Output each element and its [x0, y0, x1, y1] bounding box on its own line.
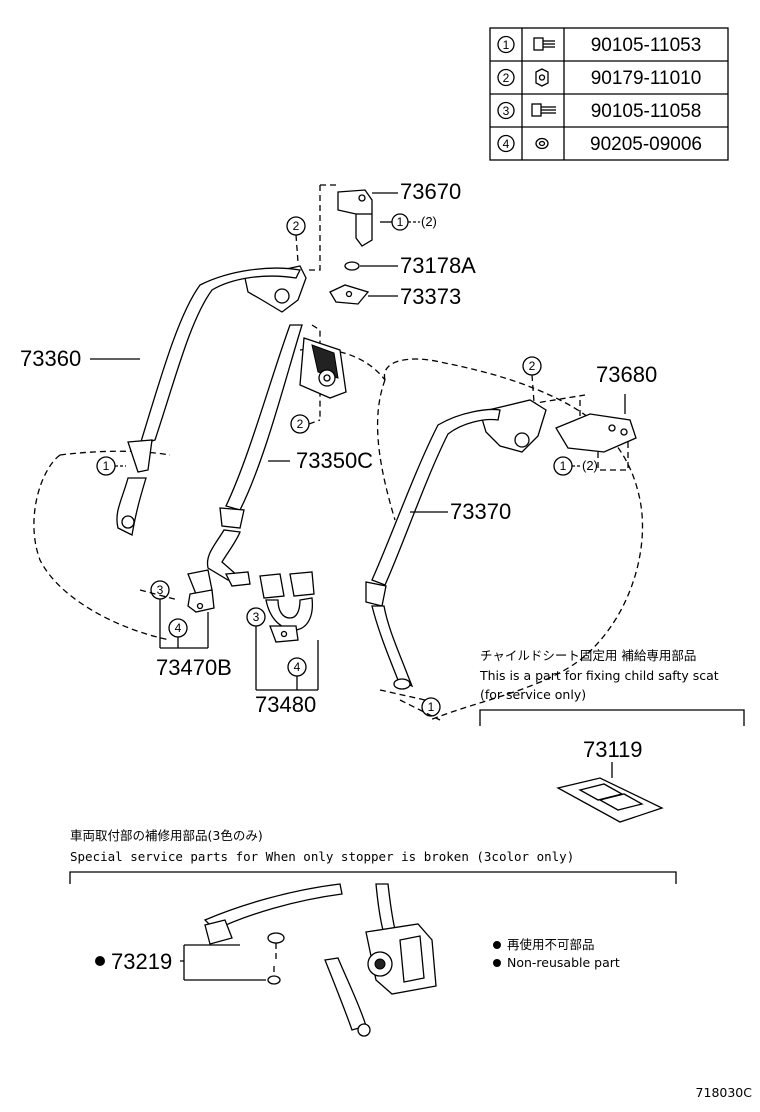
fastener-row: 2 90179-11010	[497, 68, 702, 89]
bracket-73680	[555, 400, 637, 471]
stopper-note-en: Special service parts for When only stop…	[70, 849, 574, 864]
part-73178A: 73178A	[344, 253, 476, 278]
nut-icon	[535, 68, 549, 87]
part-label: 73373	[400, 284, 461, 309]
ref-number: 3	[503, 104, 510, 118]
non-reusable-dot-icon	[95, 956, 105, 966]
retractor	[365, 923, 437, 995]
stopper-section: 車両取付部の補修用部品(3色のみ) Special service parts …	[69, 828, 677, 1037]
ref-number: 4	[503, 137, 510, 151]
ref-circle	[497, 35, 515, 54]
belt-73350C: 2 73350C	[206, 324, 373, 587]
callout-number: 2	[297, 417, 304, 431]
legend-dot-icon	[493, 959, 501, 967]
fastener-table: 1 90105-11053 2 90179-11010 3	[489, 27, 729, 161]
quantity-label: (2)	[421, 214, 437, 229]
part-label: 73370	[450, 499, 511, 524]
child-seat-note-en-2: (for service only)	[480, 687, 586, 702]
buckle-73480: 3 4 73480	[246, 571, 319, 717]
part-label: 73480	[255, 692, 316, 717]
fastener-row: 4 90205-09006	[497, 134, 702, 155]
legend-jp: 再使用不可部品	[507, 937, 595, 952]
callout-number: 4	[175, 621, 182, 635]
callout-number: 1	[103, 459, 110, 473]
callout-number: 1	[397, 215, 404, 229]
part-label: 73360	[20, 346, 81, 371]
part-number: 90205-09006	[590, 134, 702, 155]
bracket-73670: 73670 1 (2)	[305, 179, 461, 271]
callout-number: 2	[529, 359, 536, 373]
child-seat-section: チャイルドシート固定用 補給専用部品 This is a part for fi…	[479, 648, 745, 823]
part-number: 90105-11058	[591, 101, 702, 122]
callout-number: 3	[157, 583, 164, 597]
child-seat-note-en: This is a part for fixing child safty sc…	[479, 668, 719, 683]
part-label: 73470B	[156, 655, 232, 680]
ref-number: 1	[503, 38, 510, 52]
belt-73360: 2 73360 1	[20, 216, 307, 536]
callout-number: 2	[293, 219, 300, 233]
callout-number: 4	[294, 660, 301, 674]
part-number: 90105-11053	[591, 35, 702, 56]
part-73373: 73373	[329, 284, 461, 309]
part-label: 73178A	[400, 253, 476, 278]
fastener-row: 1 90105-11053	[497, 35, 702, 56]
callout-number: 3	[253, 610, 260, 624]
anchor-plate-73119	[556, 777, 664, 823]
child-seat-note-jp: チャイルドシート固定用 補給専用部品	[480, 648, 696, 663]
bolt-icon	[531, 103, 556, 117]
ref-number: 2	[503, 71, 510, 85]
retractor	[299, 337, 347, 399]
part-label: 73670	[400, 179, 461, 204]
washer-icon	[535, 137, 549, 150]
part-label: 73350C	[296, 448, 373, 473]
fastener-row: 3 90105-11058	[497, 101, 702, 122]
buckle-73470B: 3 4 73470B	[139, 569, 232, 680]
legend-dot-icon	[493, 941, 501, 949]
quantity-label: (2)	[582, 458, 598, 473]
part-number: 90179-11010	[591, 68, 702, 89]
legend-en: Non-reusable part	[507, 955, 620, 970]
part-label: 73680	[596, 362, 657, 387]
bolt-icon	[533, 37, 555, 51]
callout-number: 1	[560, 459, 567, 473]
diagram-code: 718030C	[696, 1085, 753, 1100]
part-label: 73119	[583, 737, 643, 762]
belt-73370: 2 73680 1 (2) 73370 1	[365, 356, 657, 717]
stopper-button	[267, 932, 285, 985]
callout-number: 1	[428, 700, 435, 714]
seat-outline	[33, 348, 644, 721]
part-label: 73219	[111, 949, 172, 974]
stopper-note-jp: 車両取付部の補修用部品(3色のみ)	[70, 828, 263, 843]
